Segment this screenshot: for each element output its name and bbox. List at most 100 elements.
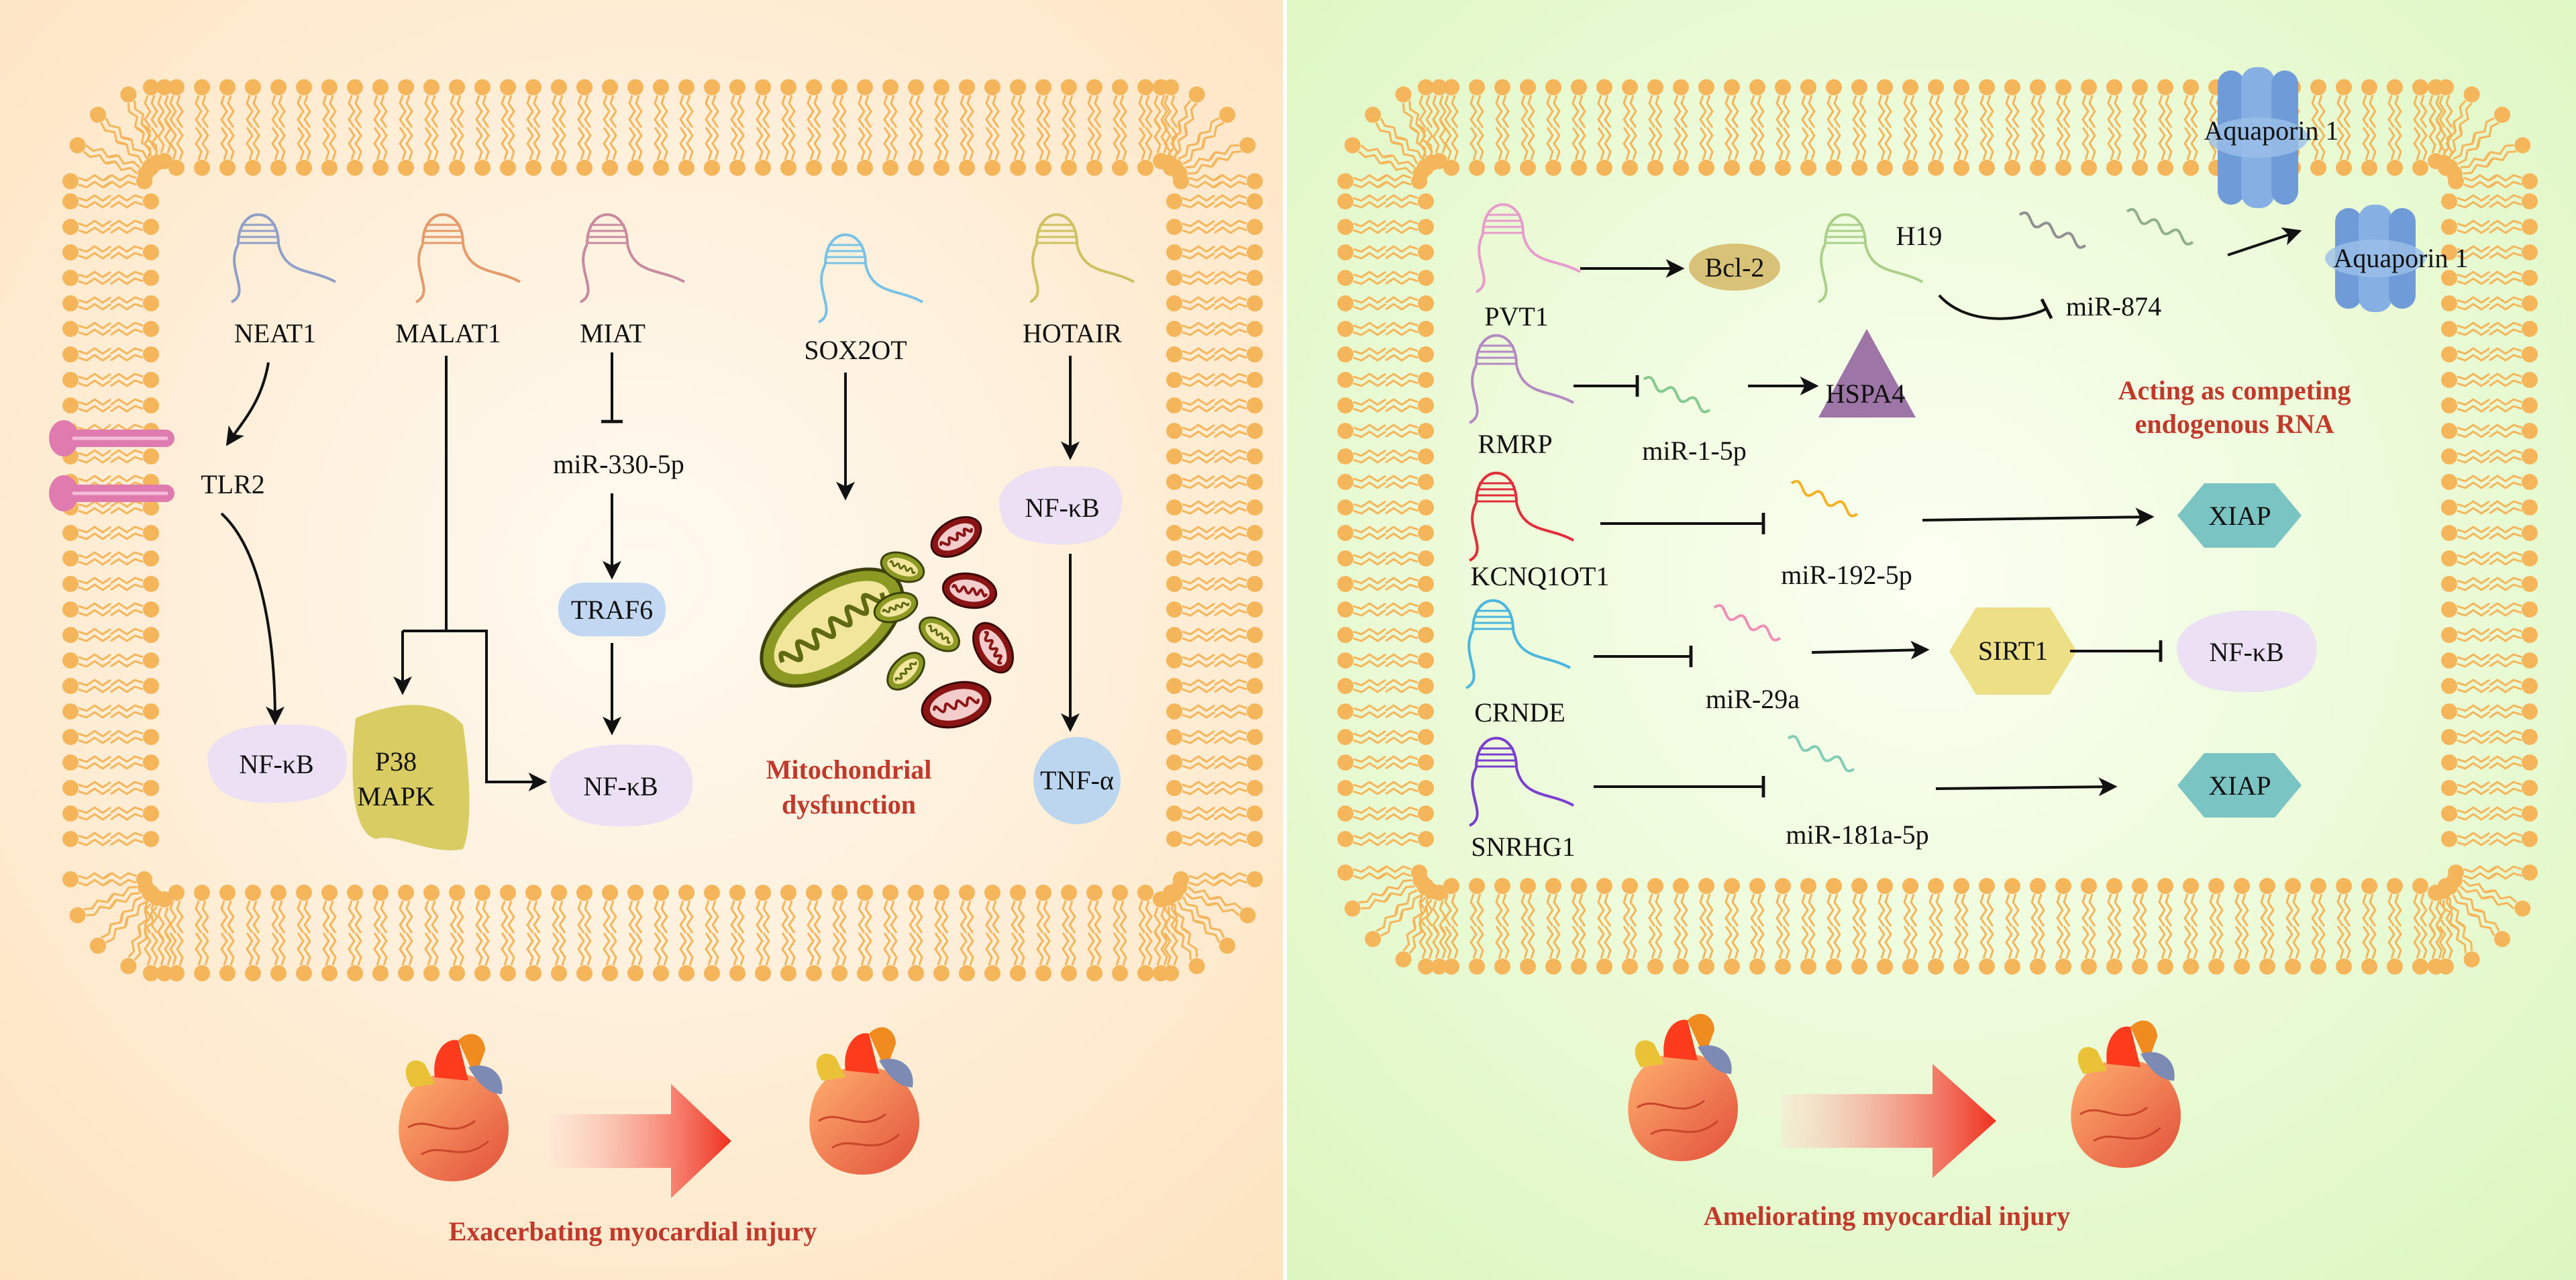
lipid-icon xyxy=(704,79,720,128)
lipid-icon xyxy=(1800,79,1816,128)
receptor-label-tlr2: TLR2 xyxy=(201,469,265,499)
nfkb-blob xyxy=(207,724,348,803)
lipid-icon xyxy=(110,550,159,567)
lipid-icon xyxy=(2336,878,2352,927)
lipid-icon xyxy=(1337,729,1386,745)
lipid-icon xyxy=(1673,127,1689,176)
lipid-icon xyxy=(168,885,185,934)
lipid-icon xyxy=(959,79,975,128)
lipid-icon xyxy=(62,729,111,745)
lipid-icon xyxy=(62,576,111,592)
lipid-icon xyxy=(1877,926,1893,975)
lipid-icon xyxy=(780,932,796,981)
lipid-icon xyxy=(1035,127,1051,176)
lipid-icon xyxy=(474,127,491,176)
lipid-icon xyxy=(62,244,111,260)
lipid-icon xyxy=(2361,127,2377,176)
lipid-icon xyxy=(857,932,873,981)
lipid-icon xyxy=(1337,576,1386,592)
lipid-icon xyxy=(1385,295,1434,311)
lipid-icon xyxy=(1749,878,1765,927)
lipid-icon xyxy=(2441,295,2490,311)
lipid-icon xyxy=(245,885,261,934)
lipid-icon xyxy=(1800,127,1816,176)
mirna-label-mir29a: miR-29a xyxy=(1706,684,1800,714)
lipid-icon xyxy=(1953,127,1969,176)
lipid-icon xyxy=(1928,79,1944,128)
lipid-icon xyxy=(1902,127,1918,176)
lipid-icon xyxy=(2310,79,2326,128)
lipid-icon xyxy=(1086,932,1102,981)
lipid-icon xyxy=(755,885,771,934)
lipid-icon xyxy=(1385,550,1434,567)
lipid-icon xyxy=(2441,627,2490,643)
lncrna-label-h19: H19 xyxy=(1896,221,1943,251)
lipid-icon xyxy=(110,627,159,643)
lipid-icon xyxy=(110,729,159,745)
tnf-alpha-circle xyxy=(1033,737,1121,824)
lipid-icon xyxy=(110,678,159,694)
lipid-icon xyxy=(110,244,159,260)
lipid-icon xyxy=(2387,127,2403,176)
lipid-icon xyxy=(857,127,873,176)
lipid-icon xyxy=(1166,346,1215,362)
lipid-icon xyxy=(110,576,159,592)
lipid-icon xyxy=(62,652,111,669)
lipid-icon xyxy=(1953,926,1969,975)
lipid-icon xyxy=(2489,321,2538,337)
lipid-icon xyxy=(2489,295,2538,311)
lipid-icon xyxy=(1385,244,1434,260)
lipid-icon xyxy=(2489,805,2538,822)
lipid-icon xyxy=(2441,474,2490,490)
lipid-icon xyxy=(1166,372,1215,388)
lipid-icon xyxy=(1214,831,1263,847)
lipid-icon xyxy=(2030,926,2046,975)
lipid-icon xyxy=(2132,79,2148,128)
lipid-icon xyxy=(525,79,542,128)
lipid-icon xyxy=(1545,878,1561,927)
lipid-icon xyxy=(219,127,236,176)
lipid-icon xyxy=(500,127,516,176)
lipid-icon xyxy=(62,780,111,796)
lipid-icon xyxy=(1775,127,1791,176)
lipid-icon xyxy=(576,932,593,981)
lipid-icon xyxy=(2336,127,2352,176)
right-panel-background xyxy=(1285,0,2576,1280)
lipid-icon xyxy=(1385,321,1434,337)
lipid-icon xyxy=(500,79,516,128)
lipid-icon xyxy=(2489,780,2538,796)
mirna-wave-icon xyxy=(1713,604,1782,642)
mito-label-line1: Mitochondrial xyxy=(766,754,932,785)
left-panel-background xyxy=(0,0,1285,1280)
lncrna-hairpin-icon xyxy=(1817,213,1923,303)
lipid-icon xyxy=(704,885,720,934)
lipid-icon xyxy=(1214,219,1263,235)
lipid-icon xyxy=(1385,576,1434,592)
lipid-icon xyxy=(2259,926,2275,975)
lipid-icon xyxy=(321,932,338,981)
lipid-icon xyxy=(1337,550,1386,567)
lipid-icon xyxy=(1443,926,1459,975)
lncrna-label-pvt1: PVT1 xyxy=(1484,301,1549,332)
lipid-icon xyxy=(1596,926,1612,975)
lipid-icon xyxy=(1137,127,1153,176)
lipid-icon xyxy=(1494,926,1510,975)
lncrna-hairpin-icon xyxy=(1468,736,1574,827)
lipid-icon xyxy=(1385,780,1434,796)
lipid-icon xyxy=(1153,120,1169,169)
arrow-neat1-tlr2 xyxy=(225,362,270,446)
lipid-icon xyxy=(194,885,210,934)
traf6-box xyxy=(558,583,666,636)
left-arrows xyxy=(220,352,1080,791)
lipid-icon xyxy=(1431,885,1447,934)
lipid-icon xyxy=(1166,729,1215,745)
lipid-icon xyxy=(62,321,111,337)
lipid-icon xyxy=(1469,79,1485,128)
lipid-icon xyxy=(2132,878,2148,927)
mirna-label-mir874: miR-874 xyxy=(2066,291,2161,322)
lipid-icon xyxy=(1214,474,1263,490)
lncrna-hairpin-icon xyxy=(1465,599,1571,689)
lipid-icon xyxy=(1385,193,1434,209)
lipid-icon xyxy=(1214,627,1263,643)
